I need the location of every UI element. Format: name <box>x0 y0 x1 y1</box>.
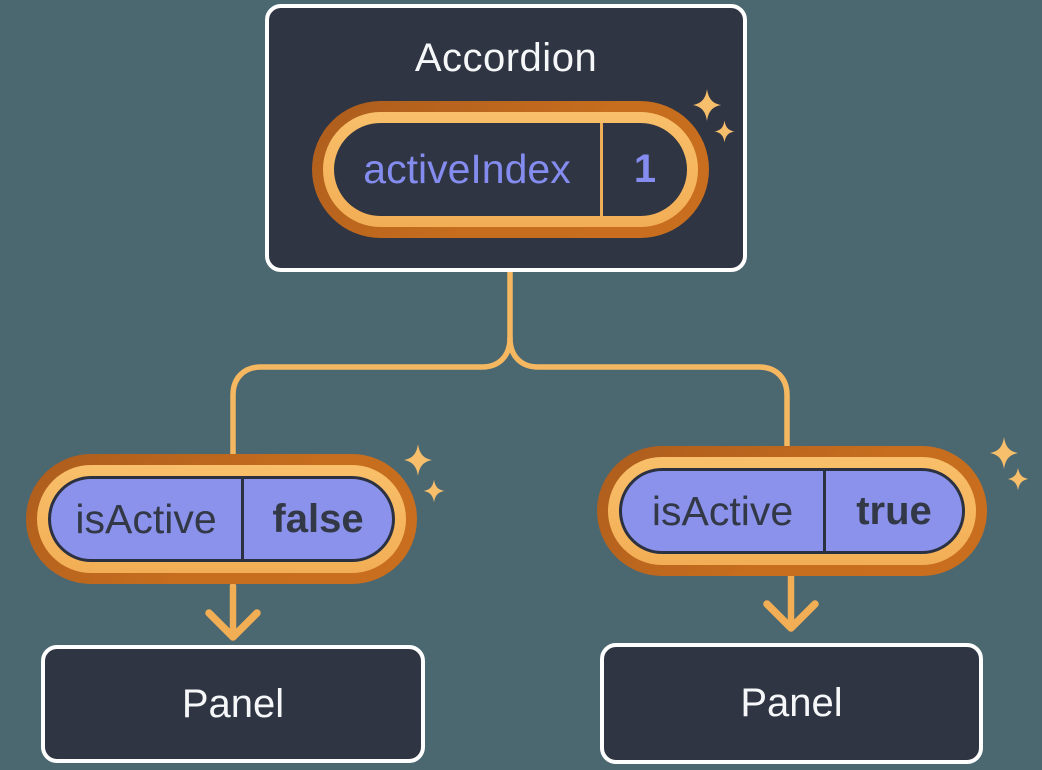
left-prop-pill-divider <box>241 479 244 559</box>
left-panel-card: Panel <box>41 645 425 763</box>
left-prop-name: isActive <box>75 495 217 542</box>
right-prop-value: true <box>856 488 932 533</box>
right-prop-pill: isActive true <box>597 446 987 576</box>
sparkle-icon <box>714 120 735 143</box>
right-prop-pill-divider <box>823 471 826 551</box>
accordion-card: Accordion activeIndex 1 <box>265 4 747 272</box>
left-prop-pill: isActive false <box>26 454 417 584</box>
state-pill-divider <box>600 123 603 216</box>
sparkle-icon <box>1007 467 1029 491</box>
right-arrow-head <box>763 600 819 632</box>
left-prop-pill-glow-ring: isActive false <box>37 465 406 573</box>
sparkle-icon <box>423 479 445 503</box>
accordion-title: Accordion <box>414 36 598 80</box>
sparkle-icon <box>692 88 722 122</box>
right-branch-line <box>507 335 790 451</box>
state-value: 1 <box>633 147 657 191</box>
state-name: activeIndex <box>363 146 571 192</box>
state-pill-glow-ring: activeIndex 1 <box>323 112 698 227</box>
panel-label: Panel <box>181 681 285 726</box>
sparkle-icon <box>989 436 1019 470</box>
left-arrow-head <box>205 609 261 641</box>
state-pill: activeIndex 1 <box>312 101 709 238</box>
sparkle-icon <box>403 443 433 477</box>
left-branch-line <box>230 335 513 459</box>
right-prop-name: isActive <box>651 487 794 534</box>
panel-label: Panel <box>740 681 843 725</box>
right-panel-card: Panel <box>600 643 983 764</box>
left-prop-value: false <box>272 496 364 541</box>
right-prop-pill-glow-ring: isActive true <box>608 457 976 565</box>
